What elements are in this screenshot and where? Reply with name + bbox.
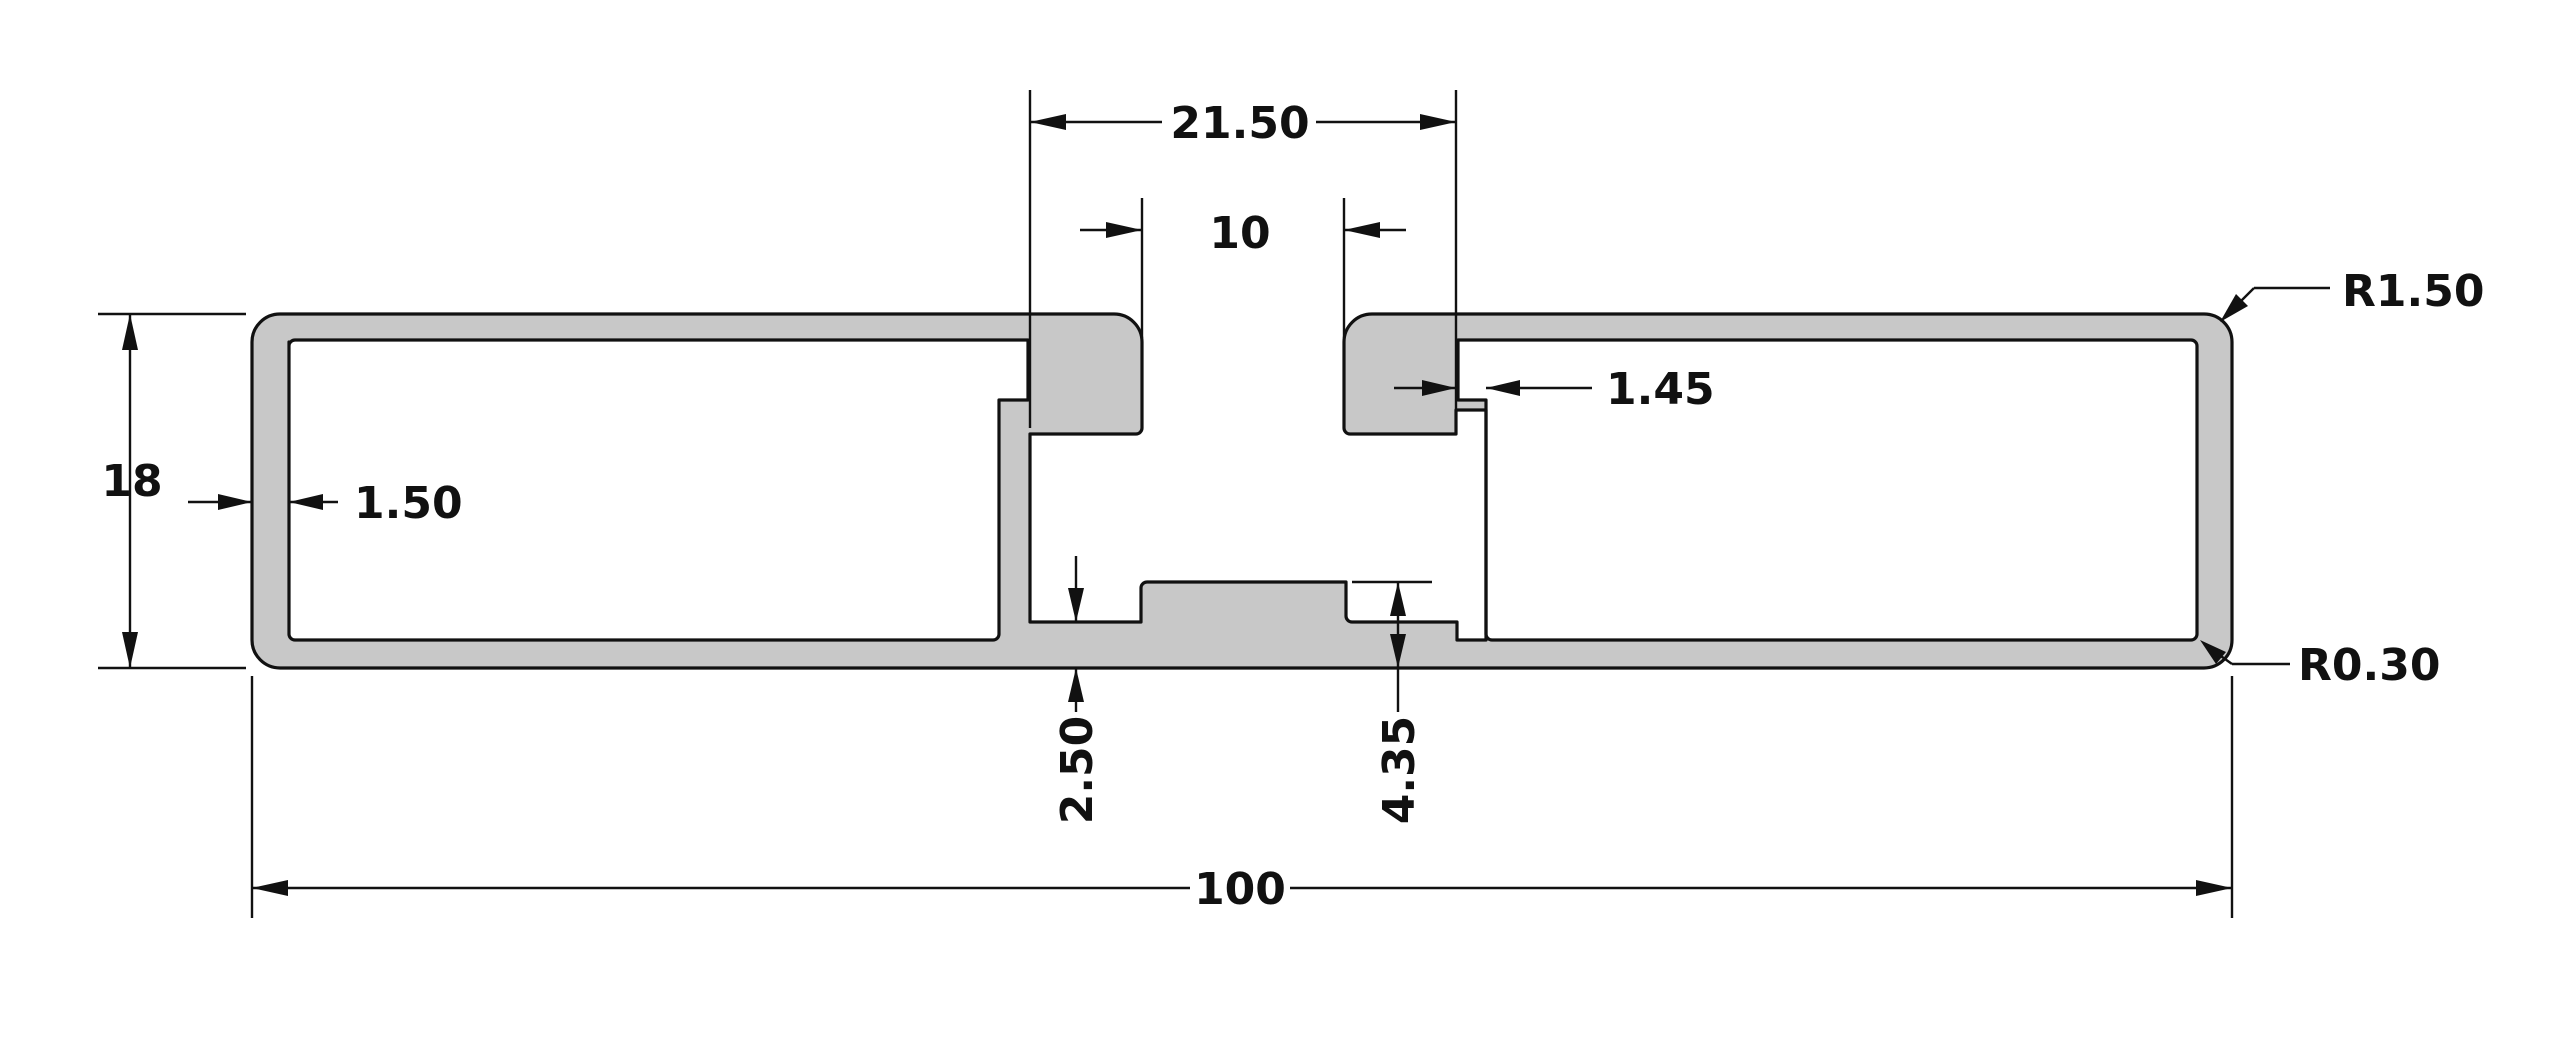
dim-inner-radius: R0.30: [2200, 640, 2440, 691]
dim-label-slot-wall: 1.45: [1606, 364, 1715, 415]
dim-label-inner-radius: R0.30: [2298, 640, 2440, 691]
dim-slot-bottom-thickness: 4.35: [1352, 580, 1432, 825]
dim-label-bottom-thickness: 2.50: [1052, 716, 1103, 825]
dim-overall-width: 100: [250, 676, 2234, 918]
dim-label-overall-width: 100: [1194, 864, 1286, 915]
dim-outer-radius: R1.50: [2220, 266, 2484, 322]
dim-slot-wall: 1.45: [1394, 364, 1715, 415]
dim-slot-outer-width: 21.50: [1028, 90, 1458, 428]
dim-label-side-wall: 1.50: [354, 478, 463, 529]
dim-label-slot-bottom-thickness: 4.35: [1374, 716, 1425, 825]
aluminium-profile: [250, 312, 2234, 670]
dim-label-outer-radius: R1.50: [2342, 266, 2484, 317]
dim-label-slot-opening: 10: [1209, 208, 1270, 259]
dim-overall-height: 18: [98, 312, 246, 670]
dim-label-slot-outer-width: 21.50: [1170, 98, 1309, 149]
dim-bottom-thickness: 2.50: [1052, 556, 1103, 824]
dim-side-wall: 1.50: [188, 478, 463, 529]
dim-slot-opening: 10: [1080, 198, 1406, 338]
dim-label-overall-height: 18: [101, 456, 162, 507]
right-cavity: [1458, 340, 2197, 640]
